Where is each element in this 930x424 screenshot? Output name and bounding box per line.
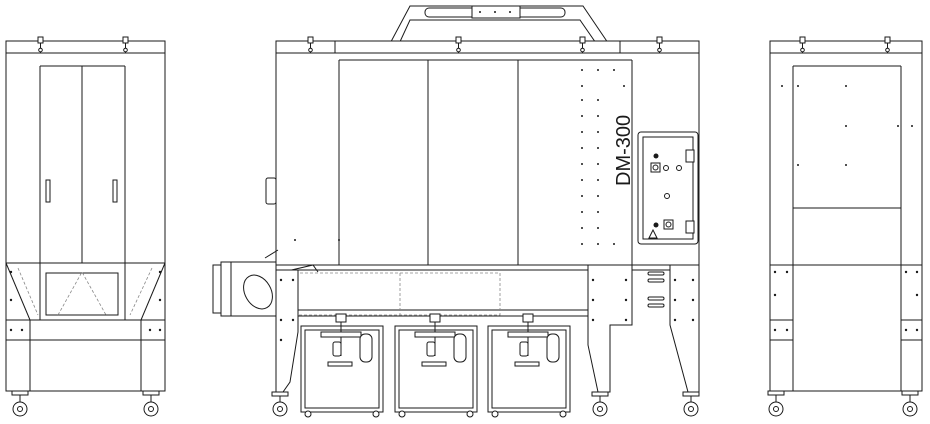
top-clamp-1 [307,36,314,53]
caster-r-left [767,390,785,417]
front-leg-right [669,264,700,417]
top-clamp-3 [579,36,586,53]
inlet-window [45,272,119,316]
control-panel [637,131,699,245]
collection-bin-1 [300,313,384,418]
collection-bin-2 [394,313,478,418]
emergency-lamp [653,222,659,228]
top-clamp-r2 [884,36,891,53]
side-louvers [647,271,665,308]
top-clamp-4 [656,36,663,53]
indicator-lamp [653,153,659,159]
collection-bin-3 [487,313,571,418]
inlet-duct [212,249,279,317]
right-side-view [767,36,923,417]
front-leg-center [587,264,633,417]
top-clamp-2 [455,36,462,53]
panel-hinge-bottom [685,220,695,234]
top-clamp-left [37,36,44,53]
caster-right [142,390,160,417]
top-clamp-r1 [799,36,806,53]
panel-hinge-top [685,149,695,163]
door-handle-left [45,179,51,203]
model-label: DM-300 [613,115,635,186]
side-latch [265,177,277,205]
warning-icon [648,228,658,239]
left-side-view [5,36,166,417]
front-view: DM-300 [212,5,700,418]
caster-r-right [901,390,919,417]
vent-dots [294,69,625,245]
door-handle-right [112,179,118,203]
front-leg-left [271,269,299,417]
top-clamp-right [122,36,129,53]
caster-left [11,390,29,417]
